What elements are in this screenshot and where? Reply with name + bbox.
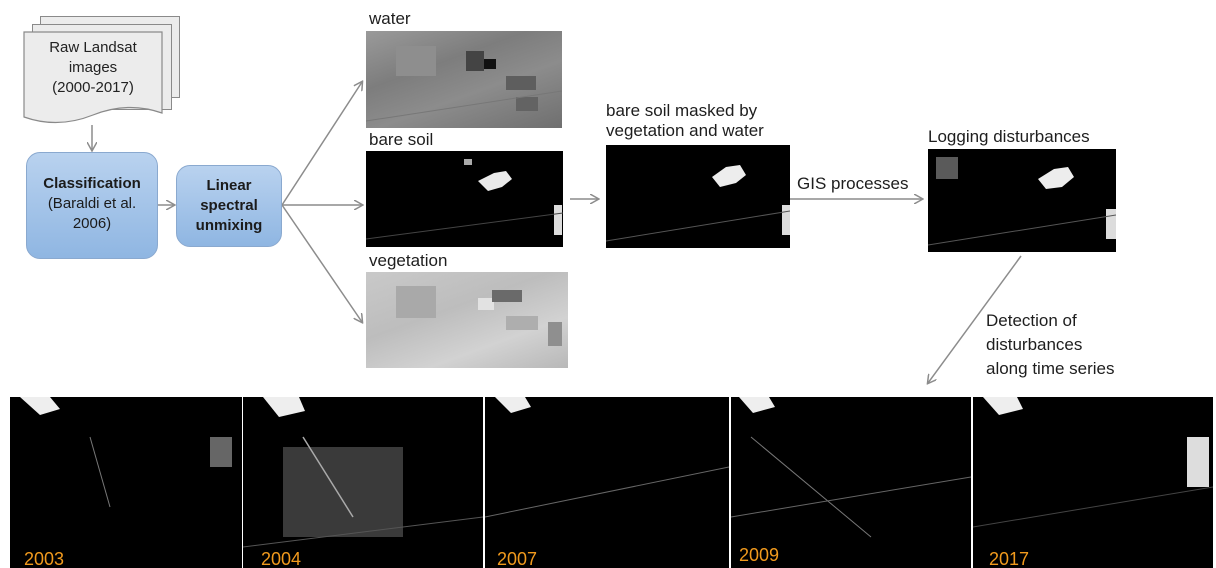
timeseries-image-2009: 2009 <box>731 397 971 568</box>
gis-label: GIS processes <box>797 174 909 193</box>
logging-label: Logging disturbances <box>928 127 1090 146</box>
source-line-3: (2000-2017) <box>52 79 134 96</box>
vegetation-fraction-image <box>366 272 568 368</box>
document-icon <box>23 31 163 124</box>
classification-title: Classification <box>43 175 141 192</box>
water-label: water <box>369 9 411 28</box>
source-line-1: Raw Landsat <box>49 39 137 56</box>
year-label-2017: 2017 <box>989 549 1030 568</box>
arrow-unmixing-to-water <box>281 82 362 206</box>
year-label-2003: 2003 <box>24 549 65 568</box>
arrow-unmixing-to-vegetation <box>281 204 362 322</box>
year-label-2004: 2004 <box>261 549 302 568</box>
detection-line-3: along time series <box>986 359 1115 378</box>
source-line-2: images <box>68 59 118 76</box>
timeseries-image-2017: 2017 <box>973 397 1213 568</box>
unmixing-box: Linear spectral unmixing <box>176 165 282 247</box>
unmixing-line-3: unmixing <box>195 217 263 234</box>
vegetation-label: vegetation <box>369 251 448 270</box>
masked-bare-soil-image <box>606 145 790 248</box>
timeseries-image-2007: 2007 <box>485 397 729 568</box>
classification-box: Classification (Baraldi et al. 2006) <box>26 152 158 259</box>
bare-soil-label: bare soil <box>369 130 434 149</box>
masked-line-1: bare soil masked by <box>606 101 758 120</box>
bare-soil-fraction-image <box>366 151 563 247</box>
masked-label: bare soil masked by vegetation and water <box>606 101 764 141</box>
masked-line-2: vegetation and water <box>606 121 764 140</box>
unmixing-line-2: spectral <box>200 197 258 214</box>
detection-label: Detection of disturbances along time ser… <box>986 309 1115 381</box>
year-label-2007: 2007 <box>497 549 538 568</box>
arrow-detection <box>928 255 1022 383</box>
detection-line-2: disturbances <box>986 335 1083 354</box>
unmixing-line-1: Linear <box>206 177 252 194</box>
detection-line-1: Detection of <box>986 311 1077 330</box>
logging-disturbances-image <box>928 149 1116 252</box>
classification-line-1: (Baraldi et al. <box>47 195 137 212</box>
timeseries-image-2004: 2004 <box>243 397 483 568</box>
year-label-2009: 2009 <box>739 545 780 565</box>
classification-line-2: 2006) <box>72 215 112 232</box>
water-fraction-image <box>366 31 562 128</box>
timeseries-image-2003: 2003 <box>10 397 242 568</box>
